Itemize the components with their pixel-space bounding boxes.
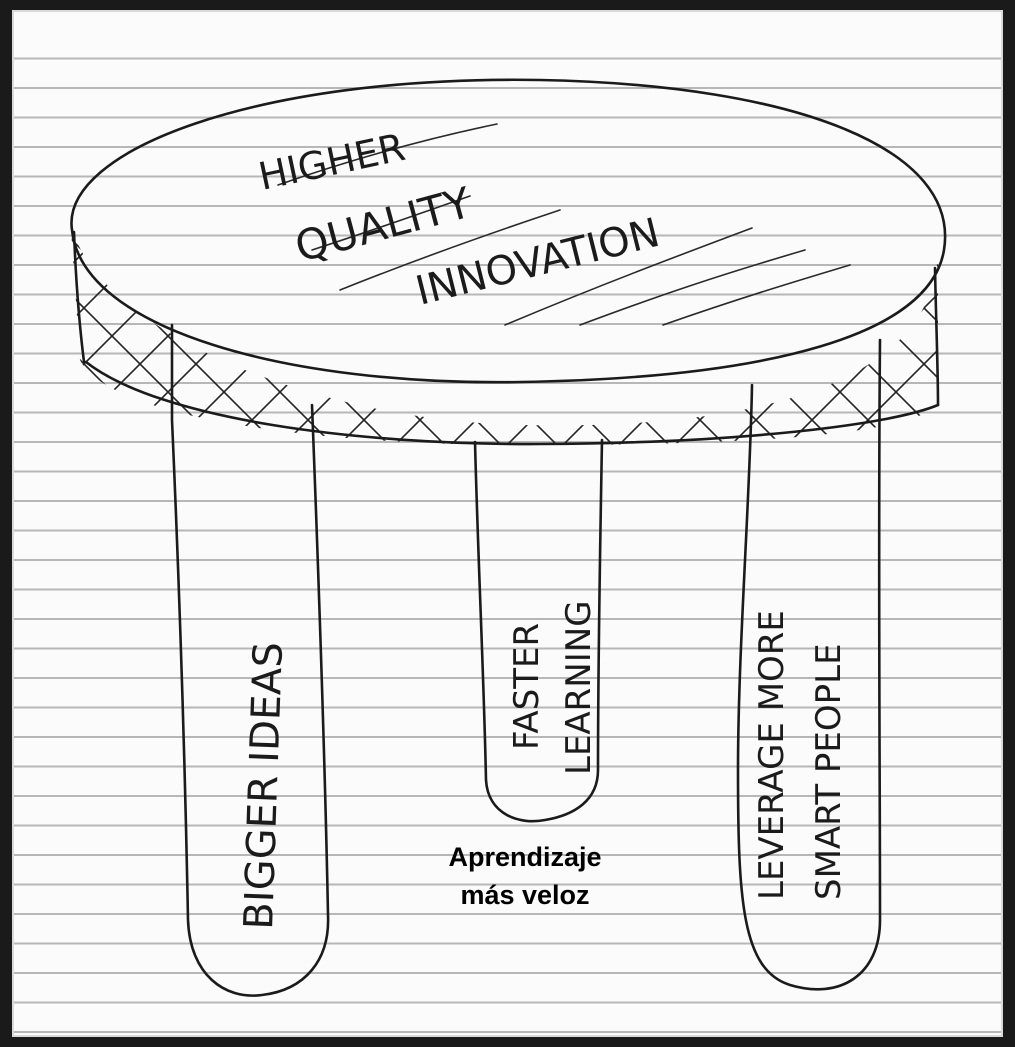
tabletop-rim-crosshatch: [70, 215, 938, 445]
tabletop-text-line1: HIGHER: [255, 125, 409, 199]
caption-line2: más veloz: [460, 880, 590, 910]
left-leg: [170, 323, 330, 997]
tabletop-rim-right: [933, 266, 940, 407]
tabletop-rim-left: [72, 230, 86, 364]
tabletop-underlines: [277, 123, 851, 326]
right-leg-text-line1: LEVERAGE MORE: [752, 610, 792, 900]
tabletop-surface: [70, 78, 947, 384]
right-leg-text-line2: SMART PEOPLE: [809, 643, 849, 900]
caption-line1: Aprendizaje: [448, 842, 602, 872]
tabletop-rim-bottom: [84, 360, 940, 446]
middle-leg-text-line1: FASTER: [507, 623, 547, 750]
tabletop-text-line2: QUALITY: [290, 178, 477, 272]
middle-leg: [473, 438, 604, 823]
spanish-caption: Aprendizaje más veloz: [400, 838, 650, 914]
left-leg-text: BIGGER IDEAS: [236, 641, 292, 930]
right-leg: [736, 338, 882, 991]
lined-paper: [12, 10, 1003, 1037]
middle-leg-text-line2: LEARNING: [559, 600, 599, 775]
